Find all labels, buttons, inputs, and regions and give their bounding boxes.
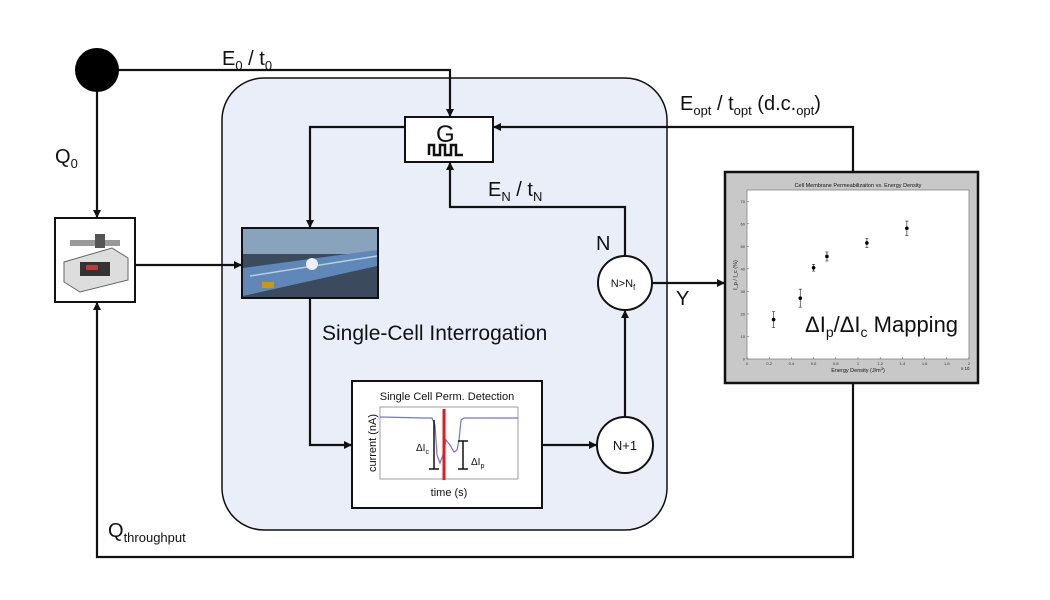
- chip-to-detection-line: [308, 298, 352, 449]
- mapping-label: ΔIp/ΔIc Mapping: [805, 312, 958, 340]
- y-tick-label: 20: [741, 311, 746, 316]
- en-feedback-line: [446, 162, 627, 256]
- syringe-pump: [54, 217, 136, 303]
- decision-node: [597, 255, 653, 311]
- y-label: Y: [676, 288, 689, 310]
- mapping-plot: Cell Membrane Permeabilizaiton vs. Energ…: [723, 170, 980, 385]
- x-tick-label: 0: [746, 361, 749, 366]
- plot-multiplier: x 10: [961, 366, 970, 371]
- x-tick-label: 0.4: [789, 361, 795, 366]
- data-point: [865, 241, 869, 245]
- interrogation-title: Single-Cell Interrogation: [322, 322, 547, 345]
- y-tick-label: 50: [741, 244, 746, 249]
- x-tick-label: 0.2: [766, 361, 772, 366]
- delta-ic-label: ΔIc: [416, 443, 429, 456]
- x-tick-label: 1: [857, 361, 860, 366]
- detection-box: Single Cell Perm. Detection current (nA)…: [351, 380, 543, 509]
- x-tick-label: 1.2: [877, 361, 883, 366]
- data-point: [771, 317, 776, 322]
- detection-ylabel: current (nA): [367, 414, 379, 472]
- data-point: [825, 254, 829, 259]
- source-node: [75, 48, 119, 92]
- counter-node: [596, 416, 654, 474]
- y-tick-label: 70: [741, 199, 746, 204]
- eopt-label: Eopt / topt (d.c.opt): [680, 93, 821, 118]
- generator-to-chip-line: [306, 125, 405, 228]
- x-tick-label: 0.6: [811, 361, 817, 366]
- x-tick-label: 1.4: [900, 361, 906, 366]
- throughput-label: Qthroughput: [108, 520, 186, 545]
- pulse-train-icon: [427, 143, 463, 157]
- svg-text:G: G: [436, 121, 455, 148]
- y-tick-label: 60: [741, 221, 746, 226]
- y-tick-label: 30: [741, 289, 746, 294]
- data-point: [905, 226, 909, 231]
- data-point: [798, 296, 803, 300]
- plot-xlabel: Energy Density (J/m3): [831, 366, 885, 374]
- interrogation-panel: [221, 77, 668, 531]
- x-tick-label: 0.8: [833, 361, 839, 366]
- detection-xlabel: time (s): [431, 487, 468, 499]
- plot-title: Cell Membrane Permeabilizaiton vs. Energ…: [795, 183, 922, 189]
- x-tick-label: 1.8: [944, 361, 950, 366]
- eopt-line: [493, 123, 855, 172]
- decision-label: N>Nf: [611, 278, 636, 292]
- microfluidic-chip-image: [241, 227, 379, 299]
- q0-label: Q0: [55, 146, 78, 171]
- y-tick-label: 10: [741, 334, 746, 339]
- throughput-line: [93, 302, 855, 559]
- y-tick-label: 40: [741, 266, 746, 271]
- e0-line: [118, 68, 454, 117]
- x-tick-label: 2: [968, 361, 971, 366]
- y-tick-label: 0: [743, 357, 746, 362]
- n-label: N: [596, 233, 610, 255]
- delta-ip-label: ΔIp: [471, 457, 484, 470]
- plot-ylabel: I_p / I_c (%): [733, 260, 739, 290]
- en-label: EN / tN: [488, 179, 542, 204]
- current-trace: [379, 416, 518, 465]
- e0-label: E0 / t0: [222, 48, 272, 73]
- x-tick-label: 1.6: [922, 361, 928, 366]
- counter-label: N+1: [613, 438, 637, 453]
- data-point: [811, 265, 816, 270]
- detection-title: Single Cell Perm. Detection: [380, 391, 515, 403]
- pulse-generator: G: [404, 116, 494, 163]
